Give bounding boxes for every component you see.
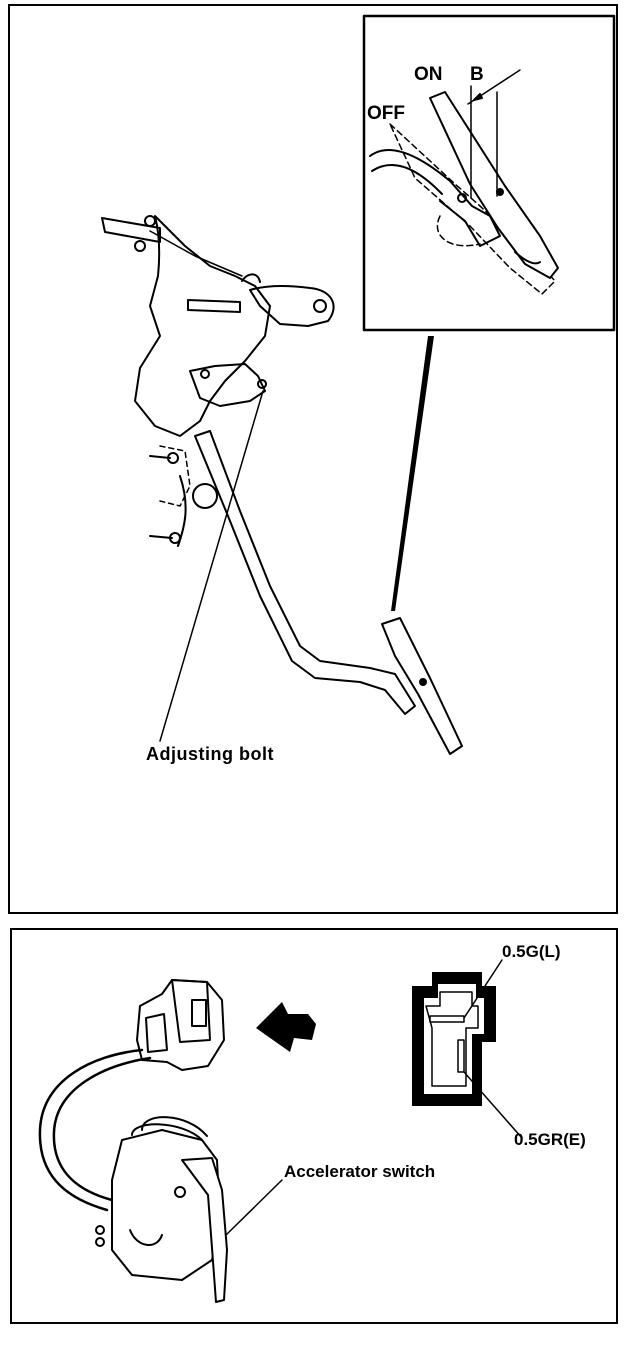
inset-detail [362,14,616,332]
pedal-bracket [101,215,335,547]
pedal-linkage-drawing [101,14,616,755]
accelerator-pedal-arm [194,430,463,755]
label-on: ON [414,64,443,85]
connector-face [404,972,496,1106]
pedal-adjustment-diagram: ON B OFF Adjusting bolt [8,4,618,914]
connector-plug [136,979,225,1071]
label-accelerator-switch: Accelerator switch [284,1162,436,1181]
accelerator-switch-diagram: 0.5G(L) 0.5GR(E) Accelerator switch [10,928,618,1324]
label-b: B [470,64,484,85]
label-off: OFF [367,103,405,124]
label-adjusting-bolt: Adjusting bolt [146,744,274,764]
view-arrow-icon [256,1002,316,1052]
accelerator-switch-body [95,1116,228,1303]
label-wire-bottom: 0.5GR(E) [514,1130,586,1149]
label-wire-top: 0.5G(L) [502,942,561,961]
accelerator-switch-drawing [38,959,523,1303]
